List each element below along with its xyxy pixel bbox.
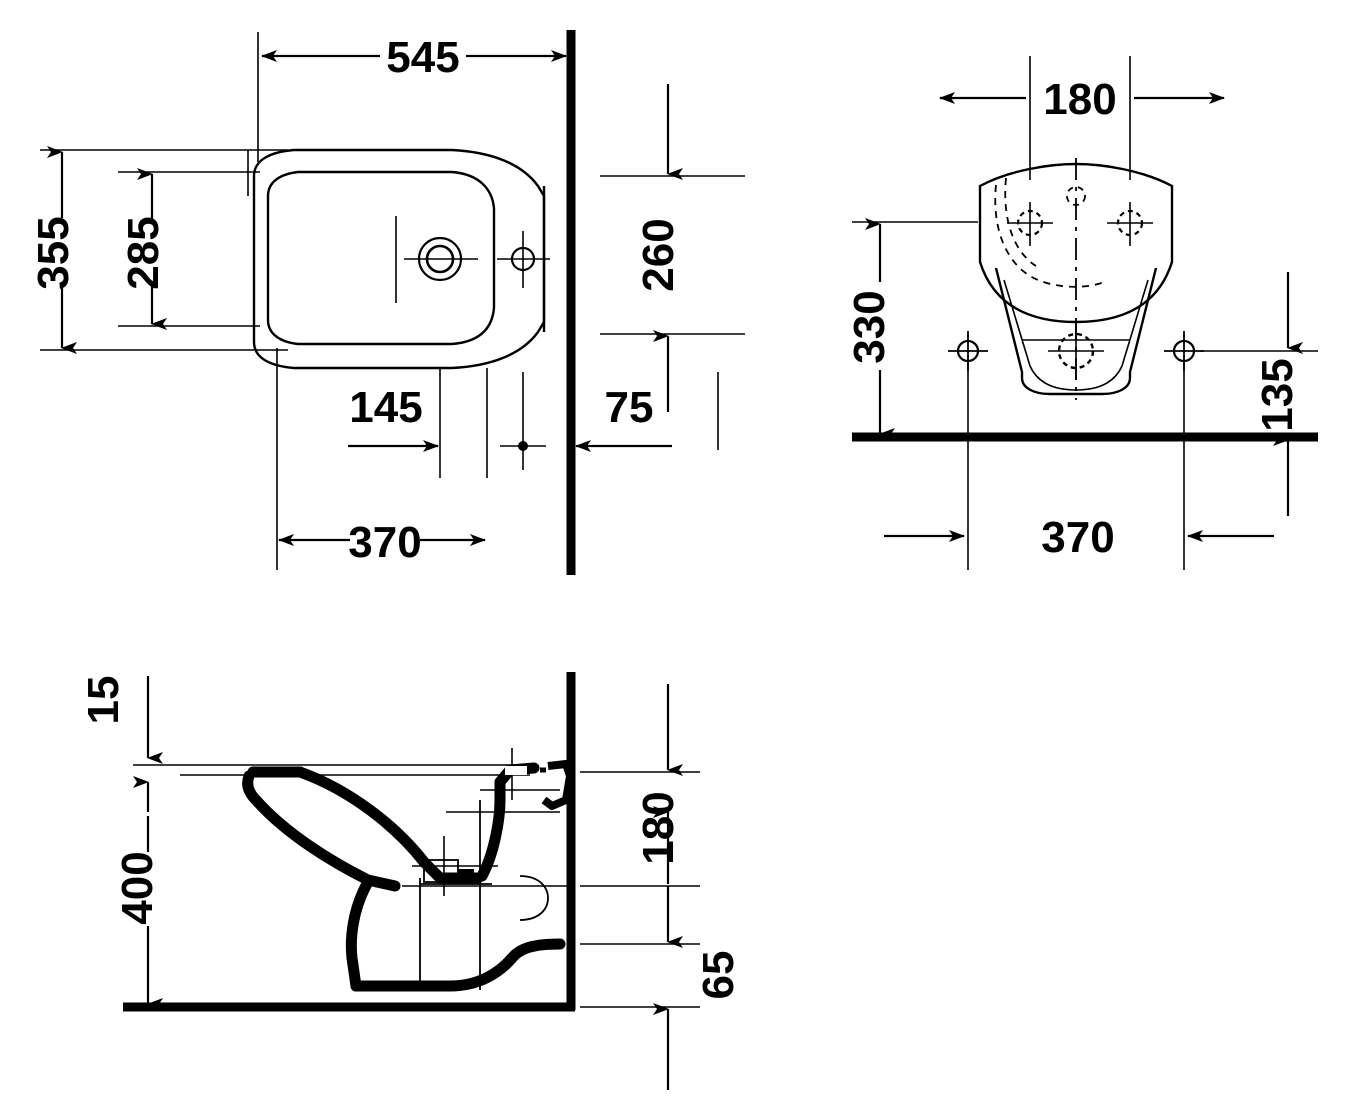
side-ref-gap [505, 766, 527, 775]
tap-hole-inner-circle [425, 244, 455, 274]
dim-label-330: 330 [845, 290, 894, 363]
dim-label-545: 545 [386, 33, 459, 82]
dim-label-355: 355 [29, 216, 78, 289]
pedestal-inner-line-left [1003, 279, 1031, 367]
tap-hole-outer-circle [417, 236, 463, 282]
bidet-bowl-hidden-outline [994, 184, 1105, 288]
dim-label-135: 135 [1253, 358, 1302, 431]
dim-label-75: 75 [605, 383, 654, 432]
bidet-rim-front-edge-side [242, 770, 401, 892]
overflow-hole-front [1066, 186, 1086, 206]
dim-label-370-front: 370 [1041, 513, 1114, 562]
bidet-bowl-rim-top [266, 170, 496, 346]
bidet-body-front-top [978, 162, 1174, 324]
dim-label-285: 285 [119, 216, 168, 289]
bidet-bowl-inner-side [294, 766, 446, 884]
bidet-back-wall-inner-side [476, 776, 506, 882]
pedestal-inner-line-right [1121, 279, 1149, 367]
bidet-bottom-profile-side [350, 938, 566, 992]
dim-label-145: 145 [349, 383, 422, 432]
bidet-bowl-hidden-outline-2 [1004, 177, 1037, 267]
dim-label-65: 65 [694, 951, 743, 1000]
side-view-group [123, 672, 700, 1090]
top-view-group [40, 30, 745, 575]
bidet-wall-bracket-side [541, 760, 574, 810]
dim-label-180-side: 180 [634, 791, 683, 864]
bidet-underside-front-side [345, 876, 374, 992]
bidet-pedestal-front [994, 267, 1158, 396]
dim-label-260: 260 [634, 218, 683, 291]
dim-label-15: 15 [79, 676, 128, 725]
dim-label-400: 400 [113, 851, 162, 924]
dim-label-180-front: 180 [1043, 75, 1116, 124]
secondary-hole-circle [510, 246, 536, 272]
front-view-group [852, 56, 1318, 570]
dim-label-370-top: 370 [348, 518, 421, 567]
side-wall-arc-detail [519, 875, 549, 921]
